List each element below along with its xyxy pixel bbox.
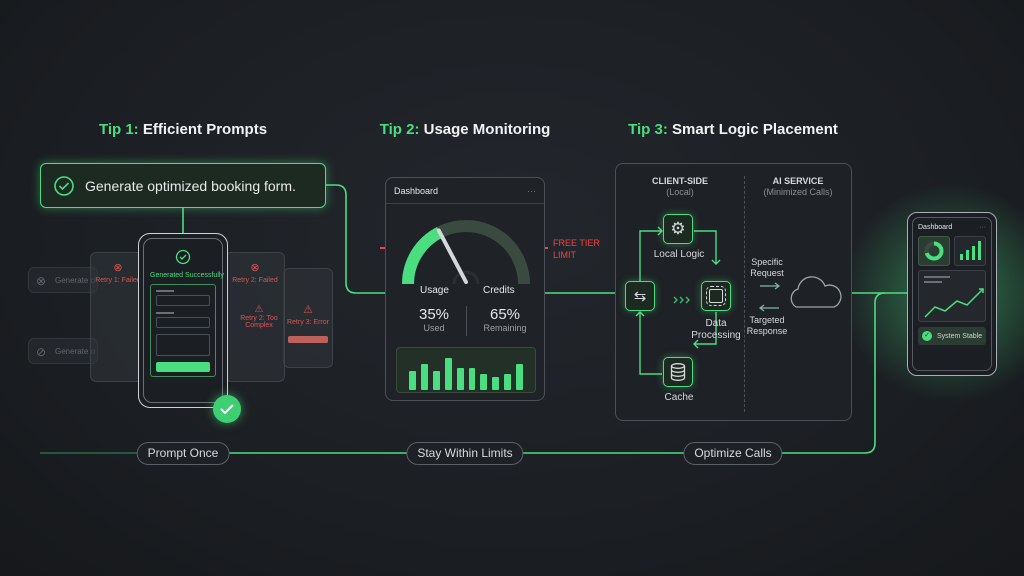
targeted-response-label: Targeted Response [746, 315, 788, 336]
tip-title: Usage Monitoring [423, 121, 551, 138]
phone-success: Generated Successfully [138, 233, 228, 408]
specific-request-label: Specific Request [750, 257, 784, 278]
retry2-warning: ⚠Retry 2: Too Complex [230, 304, 280, 329]
usage-bar [444, 358, 452, 390]
tip1-title: Tip 1: Efficient Prompts [99, 121, 267, 138]
usage-bar [432, 370, 440, 390]
retry3-card: ⚠ Retry 3: Error [283, 268, 333, 368]
usage-bar [420, 364, 428, 390]
gear-icon: ⚙ [670, 219, 686, 238]
credits-label: Credits [483, 285, 515, 296]
database-icon [670, 363, 686, 381]
check-circle-icon [175, 249, 191, 265]
warning-text: Retry 2: Too Complex [240, 315, 278, 329]
retry-label: Retry 2: Failed [232, 277, 278, 284]
form-field[interactable] [156, 317, 210, 328]
tip-title: Smart Logic Placement [672, 121, 838, 138]
booking-form [150, 284, 216, 377]
used-label: Used [423, 323, 445, 333]
tip-prefix: Tip 2: [379, 121, 420, 138]
usage-bar [468, 367, 476, 390]
cpu-icon [706, 286, 726, 306]
data-processing-node [701, 281, 731, 311]
usage-dashboard: Dashboard ··· Usage Credits 35%Used 65%R… [385, 177, 545, 401]
usage-bar-chart [396, 347, 536, 393]
gauge-fill [402, 226, 443, 285]
submit-button[interactable] [156, 362, 210, 372]
usage-bar [516, 364, 524, 390]
trend-line-chart [924, 288, 984, 318]
tip3-title: Tip 3: Smart Logic Placement [628, 121, 838, 138]
x-circle-icon: ⊗ [113, 262, 123, 274]
tip-title: Efficient Prompts [142, 121, 268, 138]
step-optimize-calls: Optimize Calls [683, 442, 783, 465]
status-badge: ✓ System Stable [918, 327, 986, 345]
prompt-box[interactable]: Generate optimized booking form. [40, 163, 326, 208]
x-circle-icon: ⊗ [250, 262, 260, 274]
usage-bar [456, 367, 464, 390]
success-label: Generated Successfully [150, 272, 224, 279]
x-circle-icon: ⊗ [36, 274, 47, 288]
flow-arrows [635, 226, 842, 375]
logic-placement-panel: CLIENT-SIDE (Local) AI SERVICE (Minimize… [615, 163, 852, 421]
check-icon: ✓ [922, 331, 932, 341]
dashboard-title: Dashboard [394, 185, 439, 196]
form-textarea[interactable] [156, 334, 210, 356]
step-stay-within-limits: Stay Within Limits [406, 442, 524, 465]
remaining-label: Remaining [483, 323, 527, 333]
remaining-value: 65% [489, 306, 521, 323]
trend-widget [918, 270, 986, 322]
status-text: System Stable [937, 332, 983, 340]
retry2-card: ⊗ Retry 2: Failed ⚠Retry 2: Too Complex [225, 252, 285, 382]
local-logic-node: ⚙ [663, 214, 693, 244]
tip-prefix: Tip 3: [628, 121, 668, 138]
usage-bar [504, 374, 512, 390]
bar-widget [954, 236, 986, 266]
gauge-needle [436, 228, 468, 284]
success-check-badge-icon [213, 395, 241, 423]
warning-icon: ⚠ [254, 304, 264, 315]
cloud-icon [790, 276, 842, 308]
split-arrows-icon: ⇆ [633, 288, 647, 305]
local-logic-label: Local Logic [653, 249, 705, 260]
form-field[interactable] [156, 295, 210, 306]
usage-bar [492, 377, 500, 390]
used-value: 35% [418, 306, 450, 323]
check-circle-icon [54, 175, 74, 196]
client-side-title: CLIENT-SIDE [651, 176, 709, 186]
retry-label: Retry 1: Failed [95, 277, 141, 284]
prompt-text: Generate optimized booking form. [85, 177, 296, 194]
usage-bar [480, 374, 488, 390]
usage-gauge [402, 220, 530, 285]
ai-service-title: AI SERVICE [772, 176, 824, 186]
usage-bar [409, 370, 416, 390]
step-prompt-once: Prompt Once [136, 442, 230, 465]
usage-label: Usage [420, 285, 449, 296]
tip-prefix: Tip 1: [98, 121, 139, 138]
ghost-text: Generate o [55, 276, 96, 285]
router-node: ⇆ [625, 281, 655, 311]
result-phone: Dashboard ··· ✓ System Stable [907, 212, 997, 376]
ghost-text: Generate o [55, 347, 96, 356]
retry-label: Retry 3: Error [286, 319, 329, 326]
ai-service-sub: (Minimized Calls) [763, 187, 833, 197]
data-processing-label: Data Processing [691, 318, 741, 341]
donut-widget [918, 236, 950, 266]
ban-icon: ⊘ [36, 345, 47, 359]
free-tier-limit-label: FREE TIER LIMIT [553, 238, 600, 260]
more-menu-icon[interactable]: ··· [979, 224, 986, 231]
client-side-sub: (Local) [666, 187, 694, 197]
cache-node [663, 357, 693, 387]
ghost-card-2: Generate o ⊘ [28, 338, 98, 364]
more-menu-icon[interactable]: ··· [527, 185, 536, 196]
tip2-title: Tip 2: Usage Monitoring [380, 121, 551, 138]
ghost-card-1: Generate o ⊗ [28, 267, 98, 293]
warning-icon: ⚠ [303, 304, 313, 316]
dashboard-title: Dashboard [918, 224, 953, 231]
donut-chart-icon [924, 241, 944, 261]
cache-label: Cache [664, 392, 694, 403]
